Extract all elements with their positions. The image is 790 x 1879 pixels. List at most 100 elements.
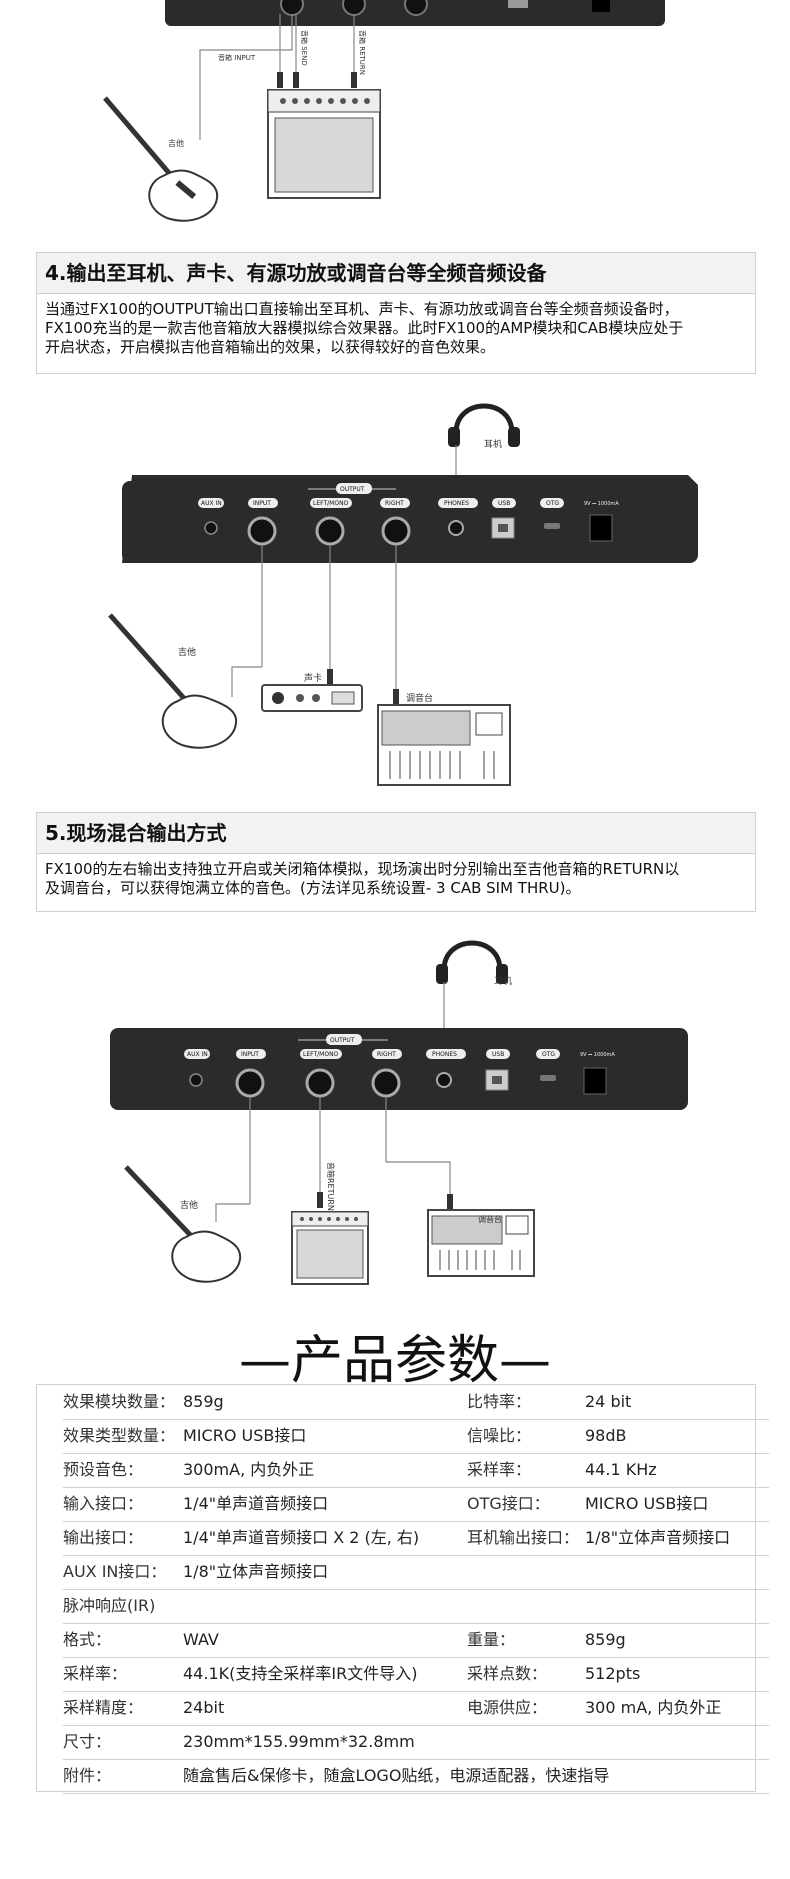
spec-label: 尺寸： xyxy=(63,1732,112,1751)
usb-port-icon xyxy=(508,0,528,8)
spec-row: 输出接口：1/4"单声道音频接口 X 2 (左, 右)耳机输出接口：1/8"立体… xyxy=(63,1521,769,1556)
left-jack-icon xyxy=(342,0,366,16)
guitar-label: 吉他 xyxy=(180,1199,198,1211)
spec-value: 98dB xyxy=(585,1426,627,1445)
right-jack-icon xyxy=(404,0,428,16)
spec-value: MICRO USB接口 xyxy=(183,1426,307,1445)
guitar-icon xyxy=(124,1165,242,1283)
spec-label: 附件： xyxy=(63,1766,112,1785)
section5-line: FX100的左右输出支持独立开启或关闭箱体模拟，现场演出时分别输出至吉他音箱的R… xyxy=(45,860,680,878)
headphones-icon xyxy=(436,940,508,984)
spec-value: 859g xyxy=(585,1630,626,1649)
spec-label: 信噪比： xyxy=(467,1426,532,1445)
spec-value: 300mA, 内负外正 xyxy=(183,1460,315,1479)
spec-value: 44.1 KHz xyxy=(585,1460,657,1479)
right-jack-icon xyxy=(371,1068,401,1098)
usb-label: USB xyxy=(498,500,510,507)
spec-value: 1/8"立体声音频接口 xyxy=(585,1528,731,1547)
sound-card-label: 声卡 xyxy=(304,672,322,684)
spec-label: 格式： xyxy=(63,1630,112,1649)
aux-in-label: AUX IN xyxy=(201,500,222,507)
spec-label: 输入接口： xyxy=(63,1494,144,1513)
spec-label: 采样率： xyxy=(467,1460,532,1479)
spec-label: 比特率： xyxy=(467,1392,532,1411)
spec-value: 512pts xyxy=(585,1664,641,1683)
section5-body: FX100的左右输出支持独立开启或关闭箱体模拟，现场演出时分别输出至吉他音箱的R… xyxy=(36,854,756,912)
left-mono-label: LEFT/MONO xyxy=(313,500,349,507)
guitar-label: 吉他 xyxy=(168,138,184,148)
phones-jack-icon xyxy=(448,520,464,536)
section5-line: 及调音台，可以获得饱满立体的音色。(方法详见系统设置- 3 CAB SIM TH… xyxy=(45,879,581,897)
input-label: INPUT xyxy=(241,1051,259,1058)
output-label: OUTPUT xyxy=(340,486,365,493)
spec-row: 预设音色： 300mA, 内负外正 采样率： 44.1 KHz xyxy=(63,1453,769,1488)
left-jack-icon xyxy=(315,516,345,546)
spec-label: AUX IN接口： xyxy=(63,1562,167,1581)
right-label: RIGHT xyxy=(385,500,404,507)
top-connection-diagram: 音箱 INPUT 音箱 SEND 音箱 RETURN 吉他 xyxy=(103,0,665,222)
spec-row: 脉冲响应(IR) xyxy=(63,1589,769,1624)
left-jack-icon xyxy=(305,1068,335,1098)
otg-label: OTG xyxy=(546,500,559,507)
otg-port-icon xyxy=(540,1075,556,1081)
amp-return-label: 音箱RETURN xyxy=(326,1162,336,1211)
section4-body: 当通过FX100的OUTPUT输出口直接输出至耳机、声卡、有源功放或调音台等全频… xyxy=(36,294,756,374)
mixer-label: 调音台 xyxy=(478,1214,502,1224)
sound-card-icon xyxy=(261,684,363,712)
guitar-amp-icon xyxy=(291,1211,369,1285)
guitar-label: 吉他 xyxy=(178,646,196,658)
section4-line: 当通过FX100的OUTPUT输出口直接输出至耳机、声卡、有源功放或调音台等全频… xyxy=(45,300,679,318)
amp-send-label: 音箱 SEND xyxy=(300,30,309,66)
phones-label: PHONES xyxy=(432,1051,457,1058)
spec-value: 24bit xyxy=(183,1698,225,1717)
guitar-icon xyxy=(103,96,219,222)
input-jack-icon xyxy=(235,1068,265,1098)
guitar-icon xyxy=(108,613,238,749)
spec-label: 脉冲响应(IR) xyxy=(63,1596,156,1615)
spec-label: 重量： xyxy=(467,1630,516,1649)
spec-label: 采样率： xyxy=(63,1664,128,1683)
mixer-icon xyxy=(377,704,511,786)
spec-label: 采样点数： xyxy=(467,1664,548,1683)
mixer-label: 调音台 xyxy=(406,692,433,704)
headphones-label: 耳机 xyxy=(494,975,512,987)
spec-value: 24 bit xyxy=(585,1392,632,1411)
right-label: RIGHT xyxy=(377,1051,396,1058)
right-jack-icon xyxy=(381,516,411,546)
spec-value: WAV xyxy=(183,1630,219,1649)
spec-label: 输出接口： xyxy=(63,1528,144,1547)
output-label: OUTPUT xyxy=(330,1037,355,1044)
specs-title: —产品参数— xyxy=(238,1331,551,1391)
spec-value: 随盒售后&保修卡，随盒LOGO贴纸，电源适配器，快速指导 xyxy=(183,1766,610,1785)
section5-title: 5.现场混合输出方式 xyxy=(36,812,756,854)
power-jack-icon xyxy=(589,514,613,542)
input-jack-icon xyxy=(247,516,277,546)
otg-port-icon xyxy=(544,523,560,529)
section5-connection-diagram: 耳机 OUTPUT AUX IN INPUT LEFT/MONO RIGHT P… xyxy=(110,940,688,1285)
headphones-label: 耳机 xyxy=(484,438,502,450)
spec-label: 采样精度： xyxy=(63,1698,144,1717)
section4-connection-diagram: 耳机 OUTPUT AUX IN INPUT LEFT/MONO RIGHT P… xyxy=(108,403,698,786)
guitar-amp-icon xyxy=(267,89,381,199)
spec-label: 效果模块数量： xyxy=(63,1392,176,1411)
power-label: 9V ⎓ 1000mA xyxy=(580,1052,615,1058)
spec-row: 格式： WAV 重量： 859g xyxy=(63,1623,769,1658)
spec-label: 预设音色： xyxy=(63,1460,144,1479)
spec-label: OTG接口： xyxy=(467,1494,550,1513)
mixer-icon xyxy=(427,1209,535,1277)
headphones-icon xyxy=(448,403,520,447)
spec-value: 300 mA, 内负外正 xyxy=(585,1698,722,1717)
input-jack-icon xyxy=(280,0,304,16)
spec-row: 附件： 随盒售后&保修卡，随盒LOGO贴纸，电源适配器，快速指导 xyxy=(63,1759,769,1794)
aux-in-label: AUX IN xyxy=(187,1051,208,1058)
section4-title: 4.输出至耳机、声卡、有源功放或调音台等全频音频设备 xyxy=(36,252,756,294)
amp-input-label: 音箱 INPUT xyxy=(218,53,256,62)
power-jack-icon xyxy=(583,1067,607,1095)
spec-value: 230mm*155.99mm*32.8mm xyxy=(183,1732,415,1751)
spec-value: 44.1K(支持全采样率IR文件导入) xyxy=(183,1664,418,1683)
spec-label: 效果类型数量： xyxy=(63,1426,176,1445)
spec-value: 1/8"立体声音频接口 xyxy=(183,1562,329,1581)
spec-row: 效果类型数量： MICRO USB接口 信噪比： 98dB xyxy=(63,1419,769,1454)
specs-table: 效果模块数量： 859g 比特率： 24 bit 效果类型数量： MICRO USB接口 信… xyxy=(36,1384,769,1794)
